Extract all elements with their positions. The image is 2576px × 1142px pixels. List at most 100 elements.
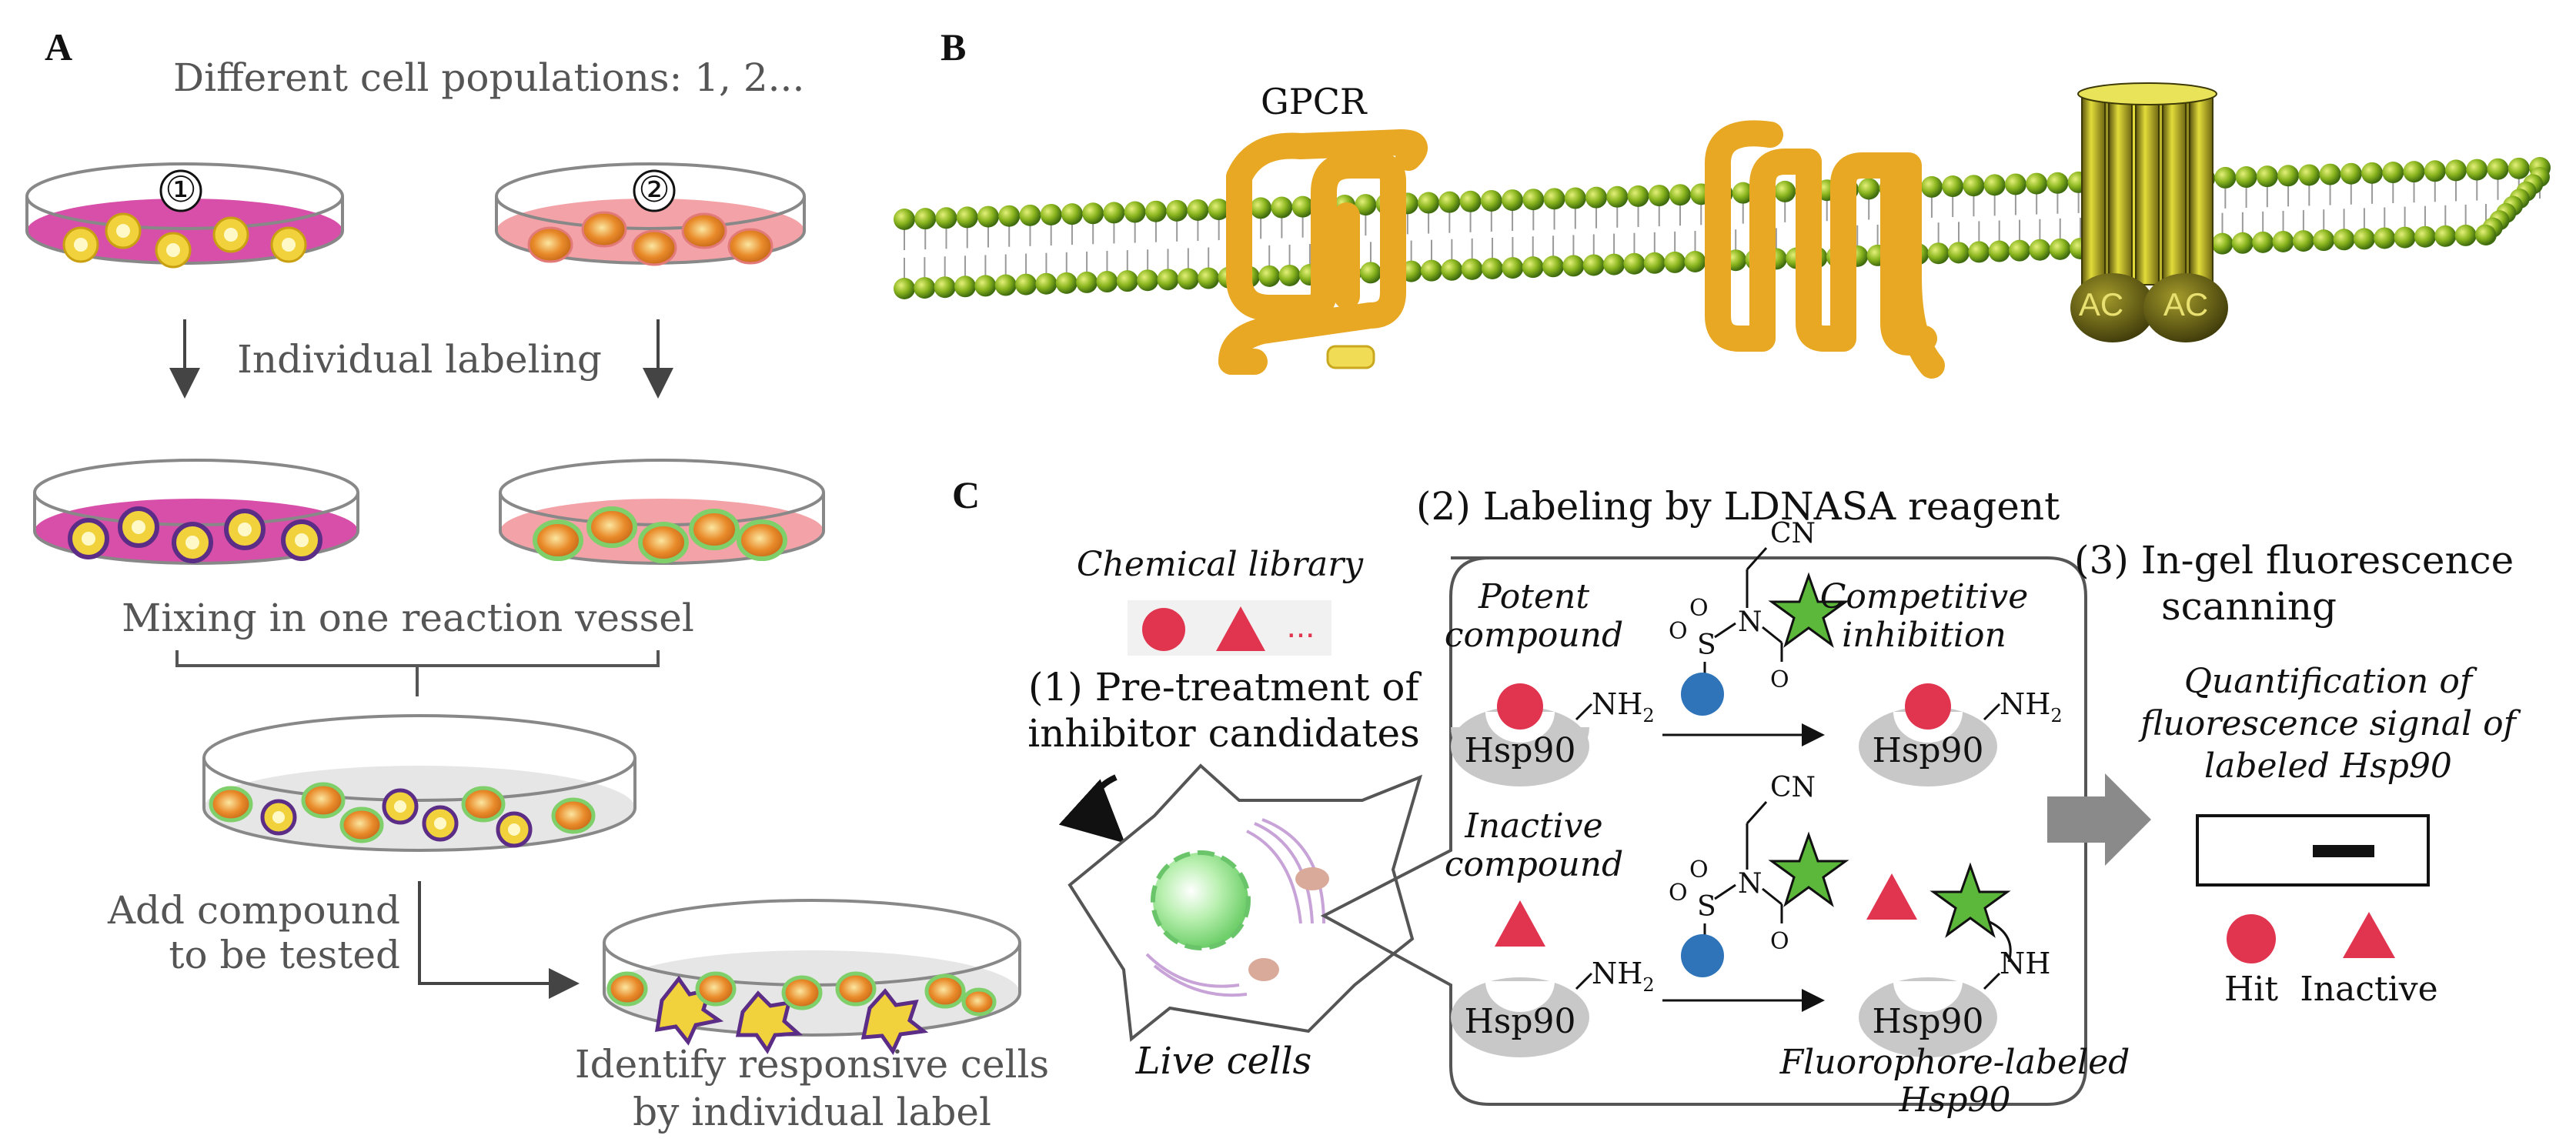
lipid-head [1664,251,1686,273]
identify-line2: by individual label [633,1090,991,1134]
inactive-triangle-left [1495,900,1545,947]
svg-text:N: N [1738,606,1762,638]
lipid-head [1948,242,1970,264]
fluorophore-star-labeled [1929,862,2011,938]
lipid-head [2214,166,2237,189]
curved-arrow-into-cell [1058,774,1125,843]
svg-text:O: O [1669,880,1688,907]
dish-5 [202,714,636,852]
inactive-triangle-right [1866,873,1917,920]
lipid-head [1669,184,1692,206]
lipid-head [2292,230,2314,252]
dish-6-cells [606,971,997,1056]
lipid-head [2403,161,2425,183]
lipid-head [1438,191,1461,213]
step3-line1: (3) In-gel fluorescence [2074,538,2514,583]
lipid-head [1035,272,1057,295]
lipid-head [1461,258,1483,280]
nucleus [1151,850,1251,950]
hsp90-text-1: Hsp90 [1464,731,1575,770]
lipid-head [1459,190,1482,212]
lipid-head [2466,159,2488,181]
lipid-head [1015,273,1037,296]
lipid-head [1502,257,1524,279]
lipid-head [1040,203,1062,225]
lipid-head [1082,202,1104,225]
lipid-head [2487,158,2509,180]
lipid-head [1732,182,1754,204]
fluorophore-star-bottom [1768,831,1849,907]
lipid-head [2424,160,2446,182]
individual-labeling-text: Individual labeling [237,337,602,382]
svg-text:NH2: NH2 [1592,957,1655,996]
lipid-head [894,278,915,299]
dish-3 [33,459,359,565]
hit-label: Hit [2224,970,2278,1009]
dish-1-cells [62,212,307,269]
lipid-head [1187,199,1209,221]
probe-blue-bottom [1681,934,1724,977]
lipid-head [2382,162,2404,184]
lipid-head [1061,203,1083,225]
svg-text:NH: NH [2000,947,2050,980]
svg-text:N: N [1738,868,1762,900]
lipid-head [1542,255,1565,278]
inactive-line1: Inactive [1464,806,1602,846]
lipid-head [1291,195,1314,218]
step2-title: (2) Labeling by LDNASA reagent [1416,484,2060,529]
lipid-head [1177,268,1199,290]
competitive-line1: Competitive [1820,577,2029,616]
panel-a-label: A [45,25,72,68]
svg-text:O: O [1770,928,1789,955]
lipid-head [2046,172,2069,194]
linker [1989,920,2012,963]
ac-label-1: AC [2079,286,2123,322]
lipid-head [1271,196,1293,219]
lipid-head [1157,269,1179,291]
lipid-head [2235,166,2257,189]
organelle-2 [1248,958,1279,981]
lipid-head [1643,252,1666,274]
lipid-head [1627,185,1649,207]
pretreat-line1: (1) Pre-treatment of [1028,665,1422,710]
pretreat-line2: inhibitor candidates [1027,711,1420,756]
svg-text:S: S [1697,891,1716,923]
lipid-head [2313,229,2335,252]
hsp90-text-2: Hsp90 [1872,731,1983,770]
nh2-group-2: NH2 [1983,687,2063,726]
hsp90-inactive-right: Hsp90 [1859,977,1997,1057]
lipid-head [1983,174,2006,196]
lipid-head [2277,165,2300,187]
lipid-head [1858,178,1880,200]
nh2-group-3: NH2 [1575,957,1655,996]
lipid-head [1480,189,1502,212]
dish-1-marker: ① [165,169,196,210]
lipid-head [2454,224,2477,246]
panel-b-label: B [941,25,966,68]
mixing-text: Mixing in one reaction vessel [122,596,694,640]
lipid-head [1522,256,1544,279]
ac-subunits: AC AC [2070,273,2228,342]
channel-protein [1705,120,1945,379]
lipid-head [1564,187,1586,209]
ldnasa-probe-bottom: CN N S O O O [1669,772,1849,977]
dish-5-cells [209,782,596,848]
lipid-head [2026,172,2048,195]
lipid-head [2029,239,2051,261]
lipid-head [2256,165,2278,188]
dish-2-cells [527,211,773,266]
step3-line2: scanning [2161,584,2337,629]
lipid-head [1137,269,1159,292]
fluor-line2: Hsp90 [1898,1080,2010,1120]
quant-line2: fluorescence signal of [2138,704,2521,743]
library-triangle [1216,606,1265,651]
library-circle [1142,608,1185,651]
lipid-head [1920,175,1943,198]
lipid-head [1968,241,1990,263]
lipid-head [2252,231,2274,253]
lipid-head [894,209,915,230]
lipid-head [1441,259,1463,281]
lipid-head [914,208,937,230]
lipid-head [2272,230,2294,252]
gpcr-protein [1218,129,1428,375]
